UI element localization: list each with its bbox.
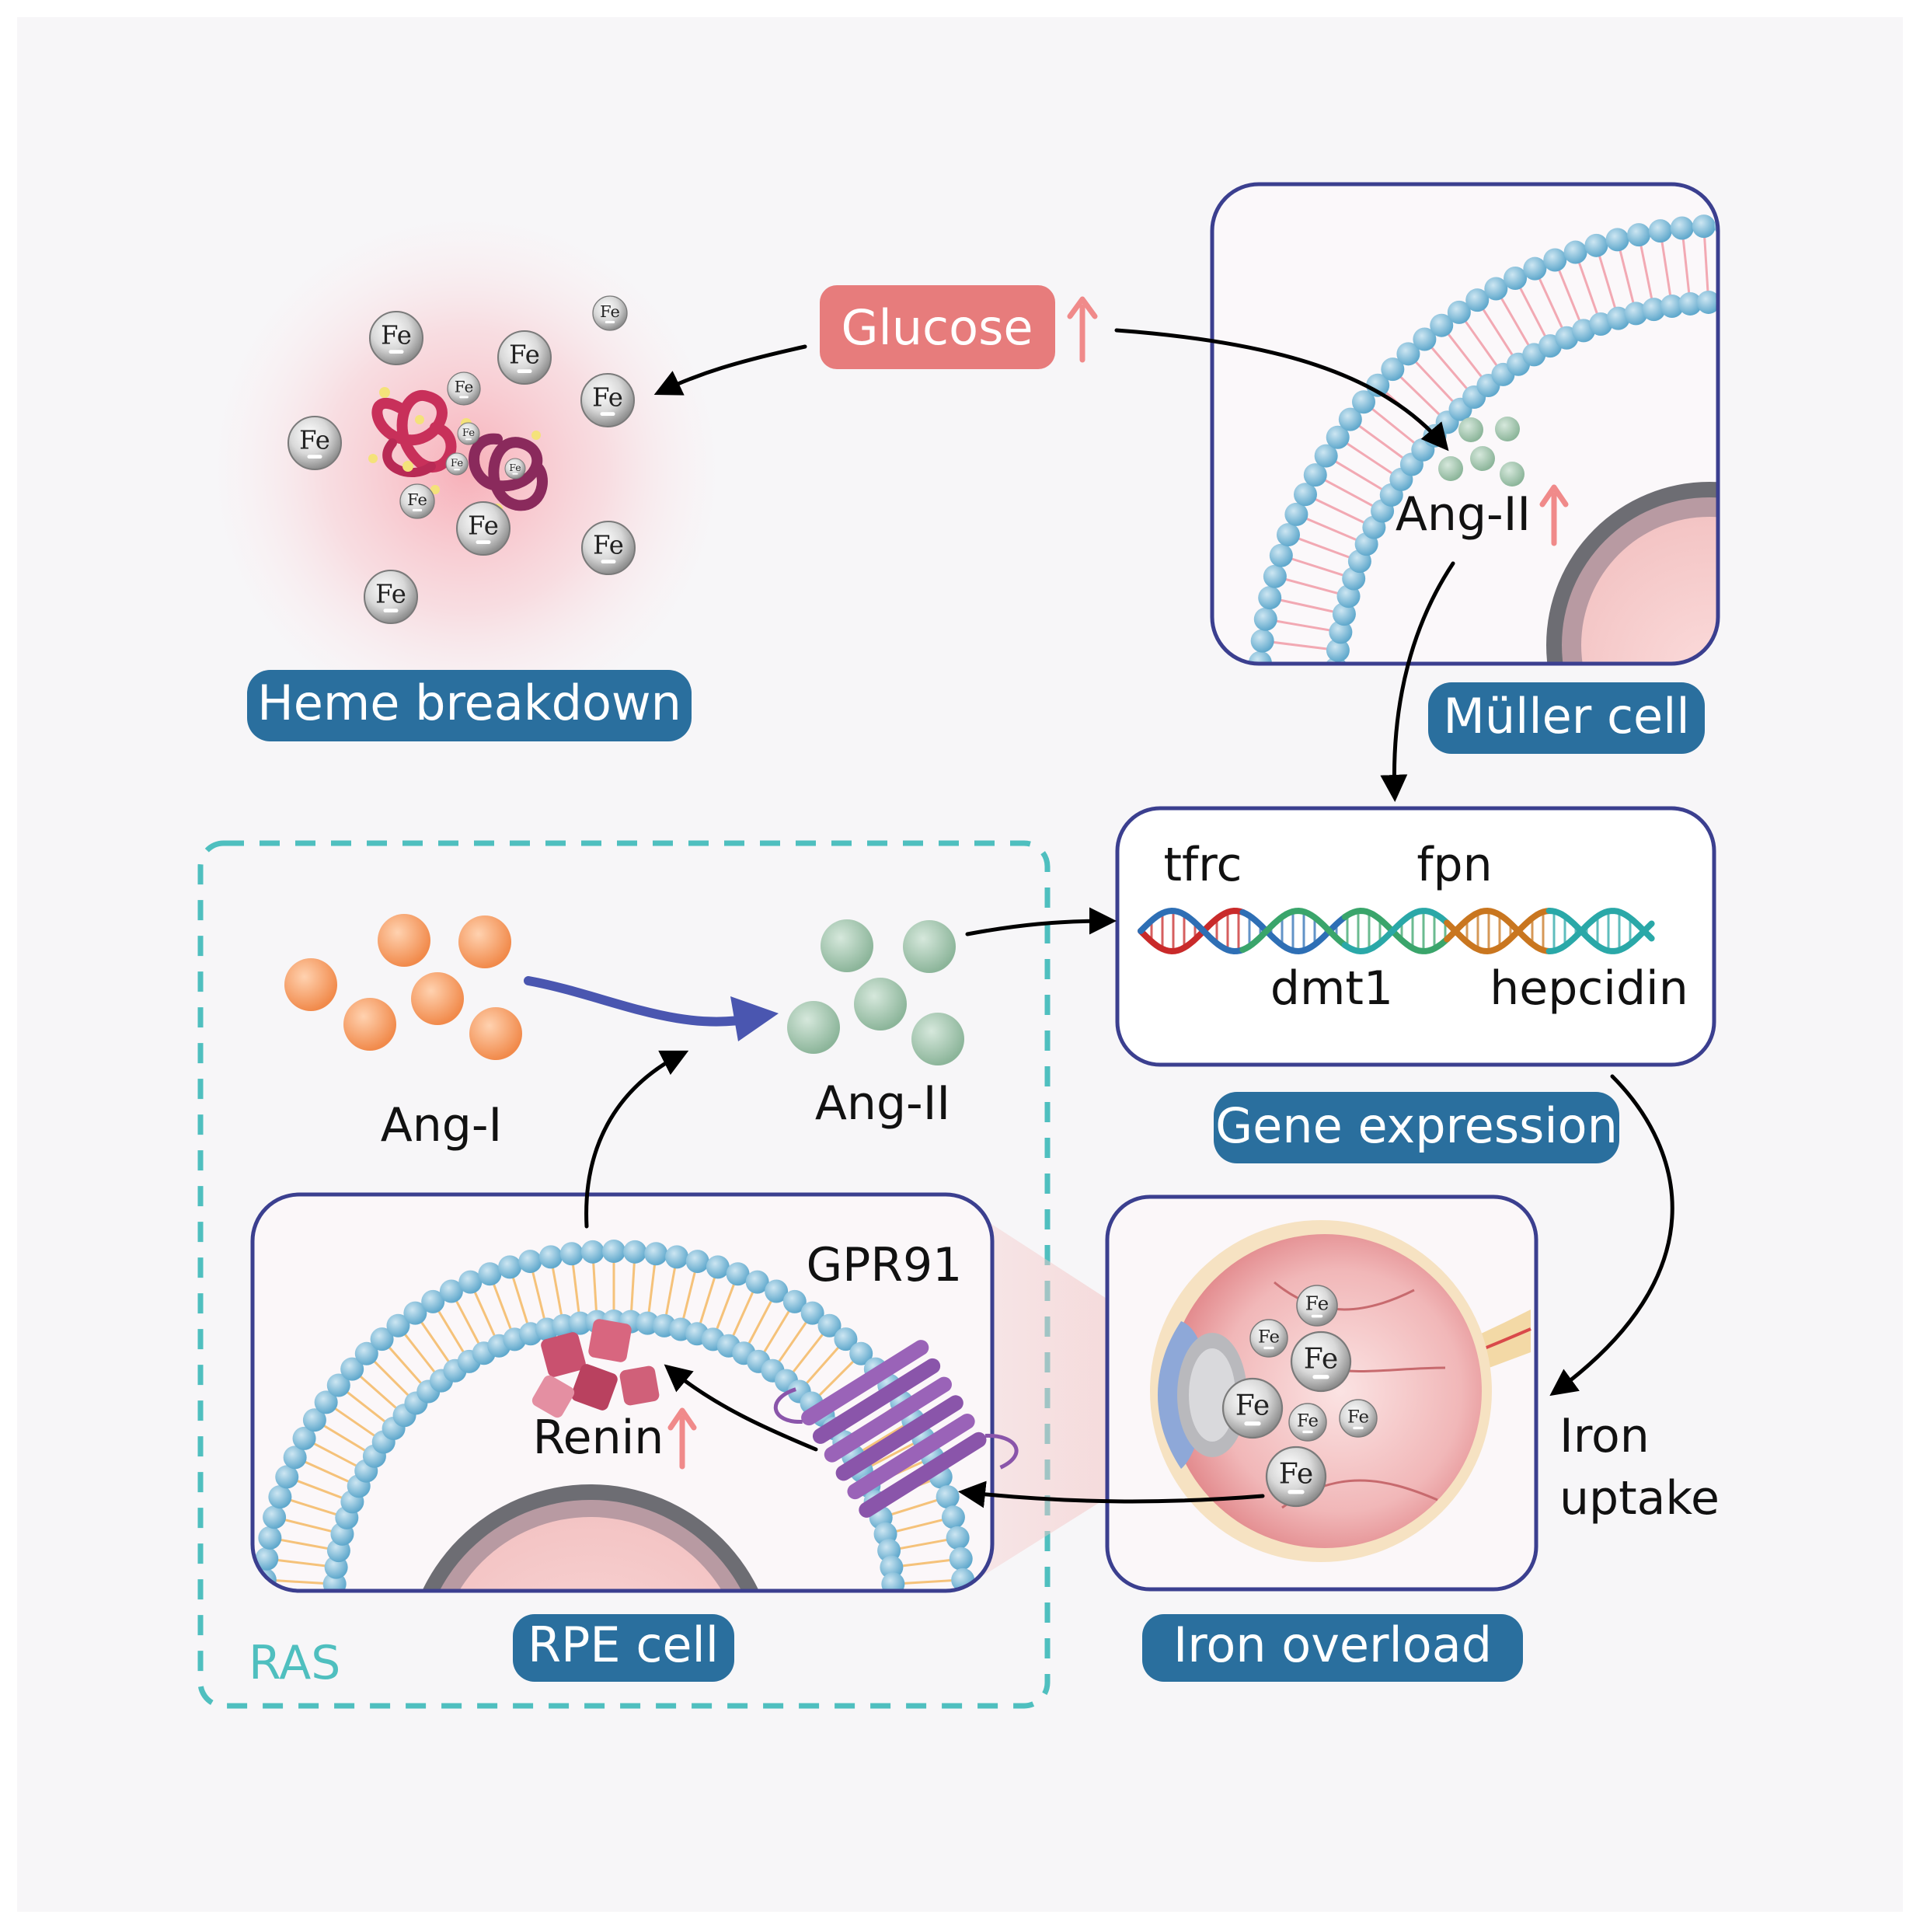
muller-cell-label: Müller cell (1443, 688, 1689, 745)
up-arrow-icon (1539, 484, 1569, 546)
up-arrow-icon (667, 1407, 697, 1470)
fe-ion-icon: Fe (368, 310, 424, 366)
fe-ion-icon: Fe (1288, 1403, 1327, 1442)
protein-chain-icon (371, 389, 457, 473)
fe-ion-icon: Fe (497, 330, 552, 385)
arrow-gene-to-iron-uptake (1549, 1074, 1674, 1397)
muller-cell-box: Ang-II (1210, 182, 1720, 666)
fe-label: Fe (407, 490, 427, 509)
iron-overload-label: Iron overload (1173, 1616, 1492, 1673)
arrow-glucose-to-muller (1114, 328, 1449, 452)
arrow-gpr91-to-renin (664, 1364, 818, 1452)
up-arrow-icon (1067, 296, 1098, 363)
rpe-cell-box: GPR91 Renin (250, 1192, 1019, 1593)
fe-ion-icon: Fe (457, 422, 480, 445)
fe-label: Fe (375, 579, 406, 609)
fe-ion-icon: Fe (580, 372, 636, 428)
gene-hepcidin-label: hepcidin (1490, 961, 1688, 1016)
fe-label: Fe (451, 458, 463, 469)
glucose-label-box: Glucose (820, 285, 1055, 369)
fe-ion-icon: Fe (1221, 1377, 1284, 1439)
ang-i-molecules (284, 914, 522, 1060)
fe-label: Fe (592, 382, 623, 412)
fe-label: Fe (593, 530, 624, 560)
conversion-arrow (524, 976, 758, 1027)
ras-label: RAS (249, 1636, 340, 1690)
arrow-glucose-to-heme (653, 344, 807, 396)
protein-chain-icon (469, 433, 548, 511)
muller-cell-label-box: Müller cell (1428, 682, 1705, 754)
flow-arrows (584, 328, 1674, 1508)
fe-label: Fe (1258, 1327, 1280, 1347)
fe-label: Fe (600, 302, 620, 321)
gpr91-label: GPR91 (807, 1238, 963, 1292)
fe-label: Fe (1304, 1342, 1338, 1375)
gene-expression-box: tfrc fpn dmt1 hepcidin (1115, 806, 1716, 1067)
fe-ion-icon: Fe (445, 452, 469, 476)
fe-ion-icon: Fe (1290, 1330, 1352, 1393)
fe-ion-icon: Fe (1339, 1399, 1378, 1438)
gene-tfrc-label: tfrc (1164, 838, 1242, 892)
ang-i-label: Ang-I (381, 1098, 503, 1153)
fe-ion-icon: Fe (1296, 1285, 1338, 1327)
fe-label: Fe (1305, 1292, 1329, 1315)
fe-ion-icon: Fe (363, 569, 419, 625)
gene-dmt1-label: dmt1 (1270, 961, 1393, 1016)
fe-ion-icon: Fe (1265, 1446, 1327, 1508)
fe-label: Fe (468, 511, 499, 540)
fe-ion-icon: Fe (447, 371, 481, 406)
gene-expression-label-box: Gene expression (1214, 1092, 1619, 1163)
arrow-rpe-to-conversion (584, 1050, 689, 1229)
heme-breakdown-label-box: Heme breakdown (247, 670, 692, 741)
ang-ii-muller-label: Ang-II (1396, 487, 1531, 542)
fe-label: Fe (1279, 1457, 1313, 1490)
membrane-icon (1248, 214, 1718, 664)
arrow-eye-to-rpe (958, 1480, 1265, 1508)
glucose-label: Glucose (841, 299, 1033, 356)
arrow-muller-to-gene (1380, 561, 1455, 802)
fe-ion-icon: Fe (504, 458, 526, 480)
gene-fpn-label: fpn (1416, 838, 1492, 892)
fe-label: Fe (381, 320, 412, 350)
rpe-cell-label: RPE cell (528, 1616, 719, 1673)
gene-expression-label: Gene expression (1215, 1097, 1618, 1154)
ang-ii-label: Ang-II (815, 1076, 950, 1131)
gpcr-icon (773, 1340, 1019, 1518)
fe-label: Fe (455, 378, 474, 396)
iron-uptake-label-line2: uptake (1559, 1471, 1720, 1526)
renin-cubes-icon (531, 1319, 660, 1418)
fe-ion-icon: Fe (1249, 1319, 1288, 1358)
fe-ion-icon: Fe (287, 415, 343, 471)
fe-ion-icon: Fe (592, 295, 628, 331)
rpe-cell-label-box: RPE cell (513, 1614, 734, 1682)
fe-ion-icon: Fe (580, 520, 636, 576)
ras-region (197, 840, 1051, 1709)
ang-ii-molecules (787, 919, 964, 1065)
fe-label: Fe (509, 340, 540, 369)
renin-label: Renin (533, 1411, 664, 1465)
fe-label: Fe (1235, 1389, 1270, 1421)
fe-label: Fe (1347, 1407, 1369, 1427)
fe-label: Fe (462, 427, 475, 439)
fe-ion-icon: Fe (455, 500, 511, 556)
arrow-angii-to-gene (965, 907, 1117, 936)
fe-ion-icon: Fe (399, 483, 435, 519)
fe-label: Fe (299, 425, 330, 455)
iron-uptake-label-line1: Iron (1559, 1409, 1650, 1463)
fe-label: Fe (509, 462, 521, 473)
fe-label: Fe (1297, 1411, 1319, 1431)
dna-helix-icon (1138, 907, 1655, 955)
heme-breakdown-label: Heme breakdown (257, 675, 681, 731)
iron-overload-label-box: Iron overload (1142, 1614, 1523, 1682)
